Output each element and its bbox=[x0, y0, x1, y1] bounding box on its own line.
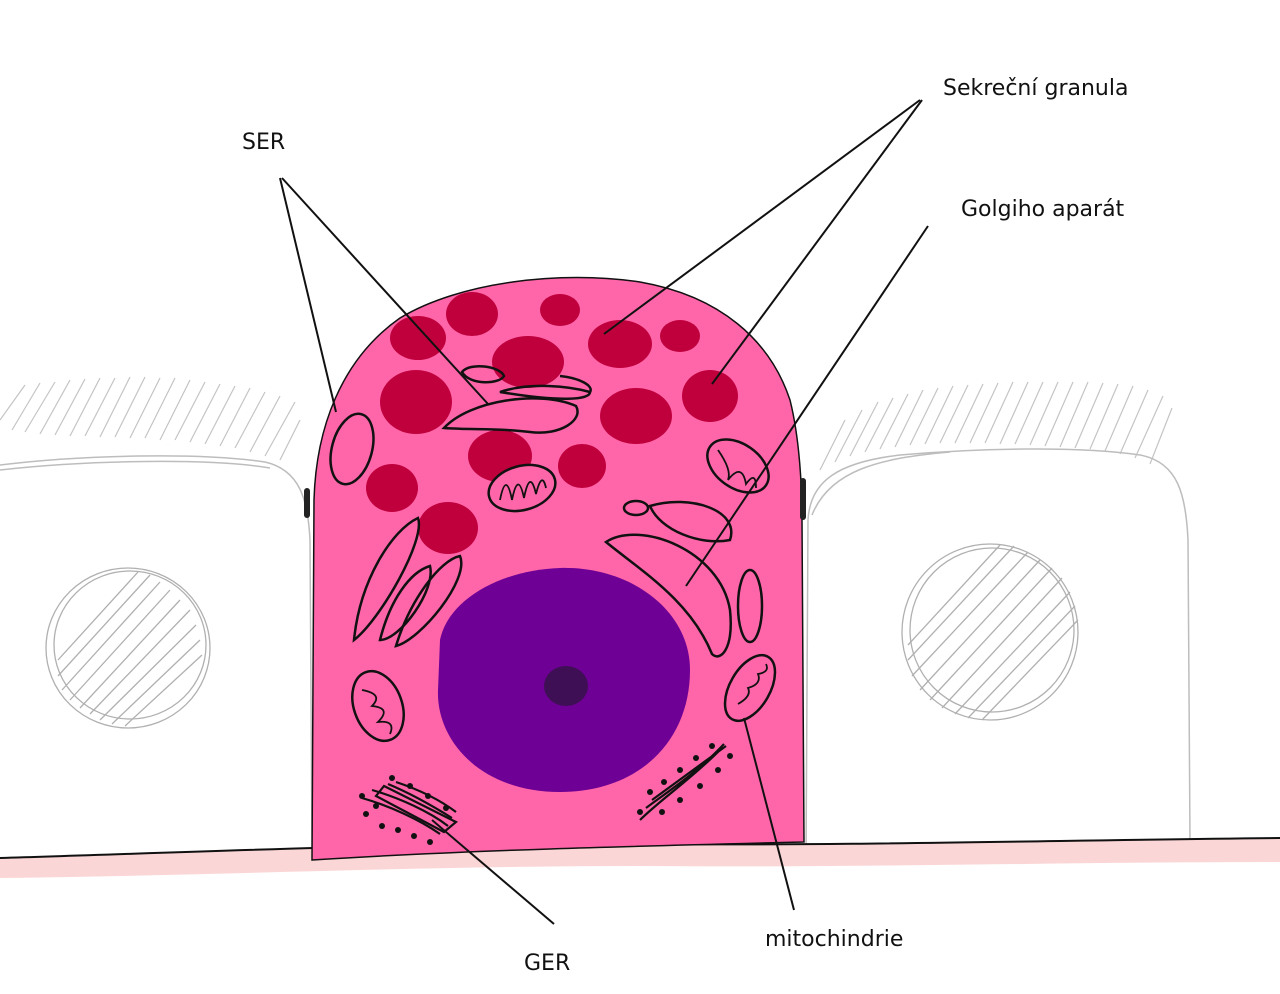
ser-label: SER bbox=[242, 130, 286, 155]
ser-leader-2 bbox=[281, 177, 489, 405]
granule bbox=[600, 388, 672, 444]
granule bbox=[418, 502, 478, 554]
granule bbox=[492, 336, 564, 388]
left-neighbor-nucleus bbox=[45, 567, 211, 729]
granule bbox=[540, 294, 580, 326]
granule bbox=[558, 444, 606, 488]
mitochondria bbox=[351, 438, 777, 743]
right-neighbor-cell bbox=[805, 448, 1191, 861]
ger-leader bbox=[431, 819, 555, 925]
mito-leader bbox=[743, 717, 795, 911]
left-neighbor-microvilli bbox=[0, 376, 301, 461]
left-junction bbox=[304, 488, 310, 518]
nucleolus bbox=[544, 666, 588, 706]
ser-and-golgi-membranes bbox=[329, 364, 764, 658]
granule bbox=[682, 370, 738, 422]
secretory-granules bbox=[366, 292, 738, 554]
mitochondria-label: mitochindrie bbox=[765, 927, 904, 952]
golgi-leader bbox=[685, 225, 929, 587]
granula-leader-1 bbox=[603, 99, 921, 335]
mitochondrion bbox=[723, 654, 777, 722]
granule bbox=[446, 292, 498, 336]
granule bbox=[660, 320, 700, 352]
right-neighbor-microvilli bbox=[819, 381, 1173, 471]
granula-leader-2 bbox=[711, 99, 923, 385]
mitochondrion bbox=[487, 463, 557, 513]
secretory-granules-label: Sekreční granula bbox=[943, 76, 1129, 101]
right-junction bbox=[800, 478, 806, 520]
golgi-label: Golgiho aparát bbox=[961, 197, 1125, 222]
granule bbox=[588, 320, 652, 368]
ser-leader-1 bbox=[279, 177, 337, 413]
granule bbox=[390, 316, 446, 360]
leader-lines bbox=[279, 99, 929, 925]
mitochondrion bbox=[706, 438, 770, 494]
mitochondrion bbox=[351, 669, 405, 743]
ger-label: GER bbox=[524, 951, 571, 976]
right-neighbor-nucleus bbox=[901, 543, 1079, 721]
granule bbox=[380, 370, 452, 434]
rough-er bbox=[361, 743, 727, 835]
granule bbox=[366, 464, 418, 512]
ribosomes bbox=[359, 743, 733, 845]
